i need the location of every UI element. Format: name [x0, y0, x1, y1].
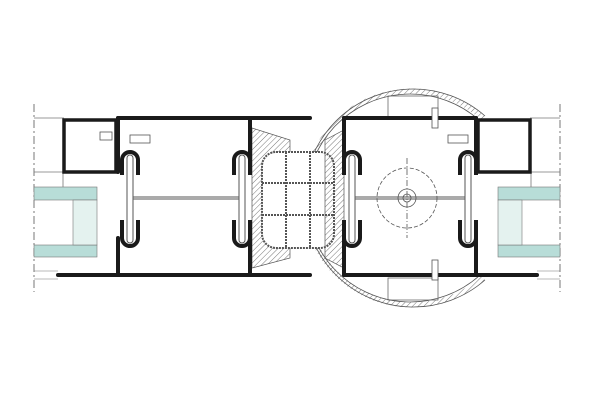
left-glass-pane [33, 117, 98, 280]
fixing-screws [99, 107, 469, 281]
connector-bars [126, 154, 472, 244]
right-glass-pane [497, 117, 561, 280]
hinge-axis-indicator [376, 158, 438, 238]
connector-clips [120, 150, 478, 248]
thermal-break-insert [251, 127, 345, 269]
center-axis-lines [33, 104, 561, 292]
left-sash-profile [56, 116, 312, 277]
